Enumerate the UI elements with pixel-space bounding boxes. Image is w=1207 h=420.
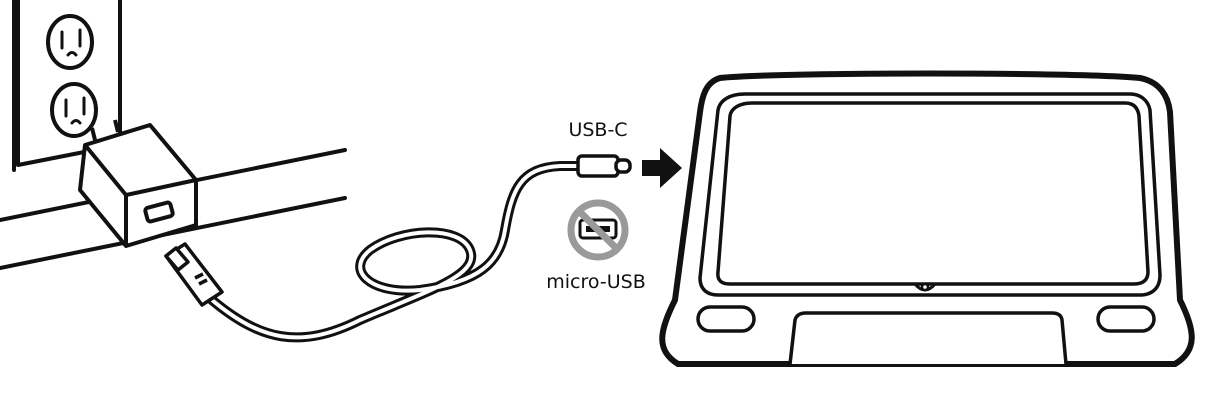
power-adapter-icon [78,119,198,248]
usb-c-label: USB-C [568,119,627,141]
micro-usb-label: micro-USB [546,271,645,293]
arrow-right-icon [642,148,682,188]
usb-cable [207,161,587,343]
tablet-icon [659,70,1195,367]
usb-a-plug [164,242,224,307]
no-micro-usb-icon [567,199,629,261]
usb-c-plug [576,154,632,178]
